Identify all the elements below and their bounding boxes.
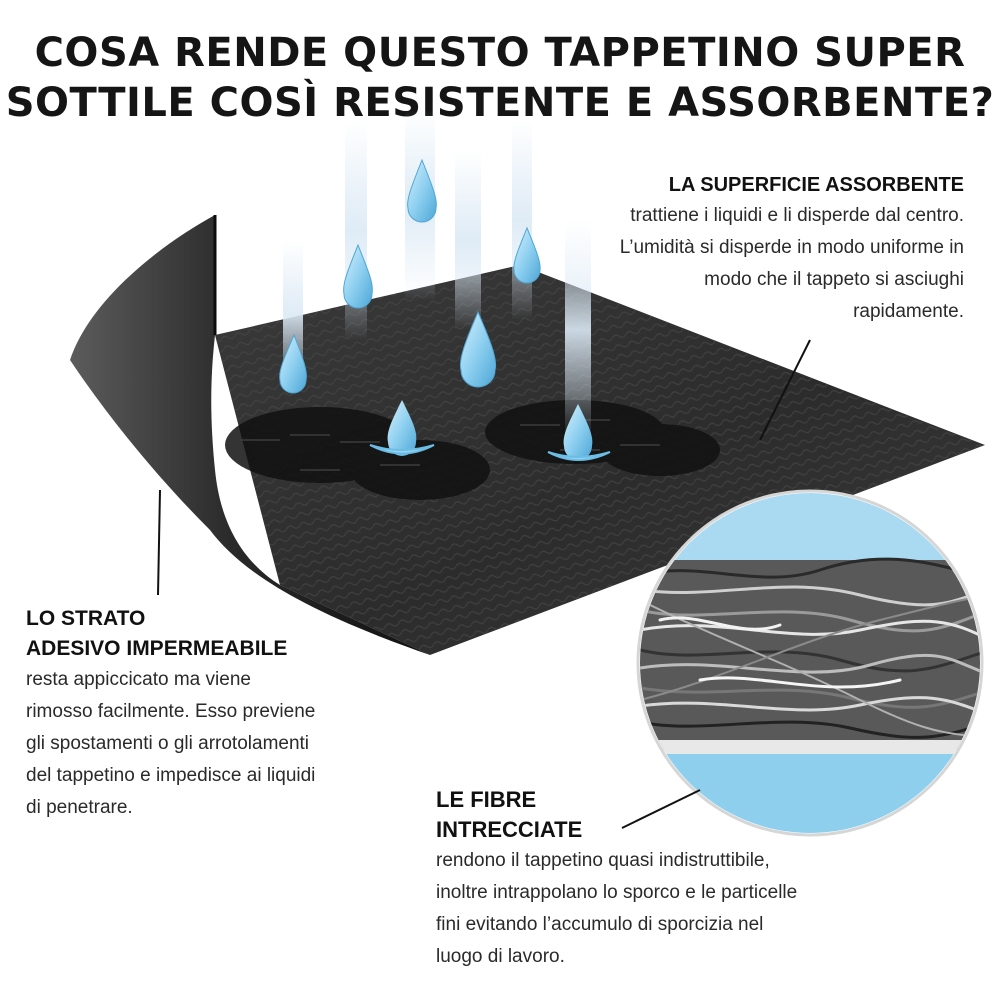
callout-line: L’umidità si disperde in modo uniforme i… [619, 237, 964, 258]
callout-line: fini evitando l’accumulo di sporcizia ne… [436, 914, 764, 935]
title-line-1: COSA RENDE QUESTO TAPPETINO SUPER [34, 30, 966, 76]
callout-absorbent-surface: LA SUPERFICIE ASSORBENTE trattiene i liq… [620, 170, 964, 328]
title-line-2: SOTTILE COSÌ RESISTENTE E ASSORBENTE? [5, 80, 995, 126]
callout-line: trattiene i liquidi e li disperde dal ce… [630, 205, 964, 226]
callout-line: rendono il tappetino quasi indistruttibi… [436, 850, 770, 871]
splash-icon [369, 400, 611, 461]
callout-line: gli spostamenti o gli arrotolamenti [26, 733, 310, 754]
callout-line: rimosso facilmente. Esso previene [26, 701, 316, 722]
mat-curled-edge [70, 215, 430, 655]
callout-heading: LA SUPERFICIE ASSORBENTE [668, 174, 964, 196]
water-drop-icon [279, 158, 541, 394]
callout-heading: ADESIVO IMPERMEABILE [26, 637, 288, 660]
callout-heading: LO STRATO [26, 607, 146, 630]
leader-lines [157, 339, 811, 829]
callout-line: rapidamente. [853, 301, 964, 322]
callout-adhesive-layer: LO STRATO ADESIVO IMPERMEABILE resta app… [26, 604, 315, 824]
callout-line: inoltre intrappolano lo sporco e le part… [436, 882, 798, 903]
callout-line: resta appiccicato ma viene [26, 669, 251, 690]
callout-heading: LE FIBRE [436, 787, 537, 812]
callout-line: di penetrare. [26, 797, 133, 818]
fiber-magnifier [636, 489, 984, 837]
callout-line: del tappetino e impedisce ai liquidi [26, 765, 316, 786]
callout-line: modo che il tappeto si asciughi [704, 269, 964, 290]
callout-line: luogo di lavoro. [436, 946, 565, 967]
callout-woven-fibers: LE FIBRE INTRECCIATE rendono il tappetin… [436, 785, 797, 973]
callout-heading: INTRECCIATE [436, 817, 583, 842]
page-title: COSA RENDE QUESTO TAPPETINO SUPER SOTTIL… [0, 28, 1000, 128]
